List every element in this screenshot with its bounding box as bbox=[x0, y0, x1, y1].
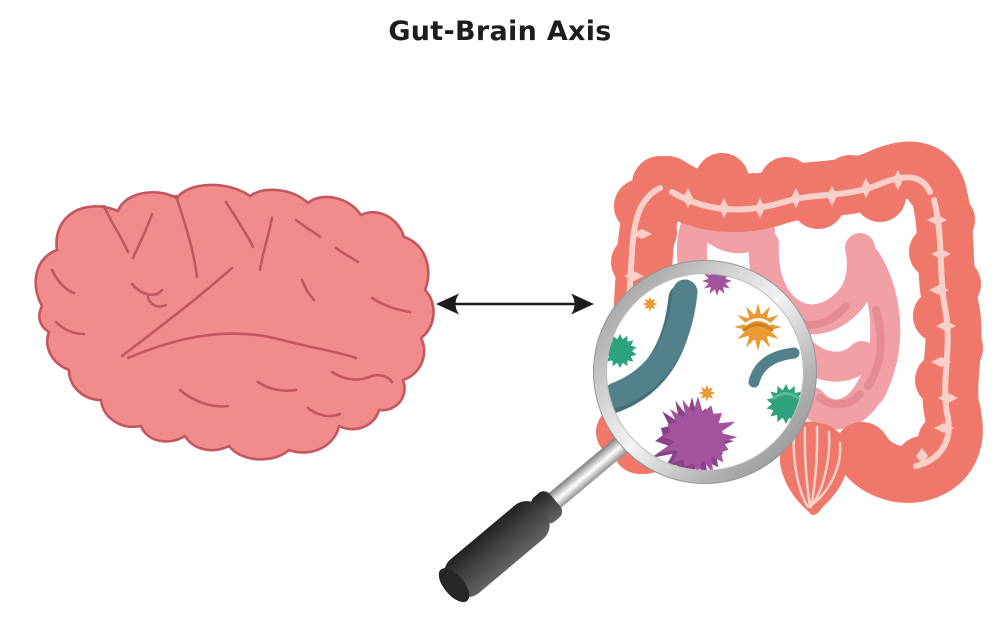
gear-highlight-arc bbox=[772, 392, 800, 400]
handle-end-cap bbox=[438, 568, 470, 603]
lens-rim-inner-edge bbox=[606, 273, 804, 471]
microbe-virus-purple-small bbox=[702, 274, 732, 296]
handle-shaft bbox=[544, 432, 634, 512]
arrowhead-left bbox=[436, 293, 459, 315]
handle-grip bbox=[444, 501, 550, 598]
sun-smile-shadow bbox=[742, 323, 774, 332]
lens-microbes bbox=[607, 274, 803, 470]
sun-smile-highlight bbox=[744, 318, 772, 326]
microbe-rod-large bbox=[607, 279, 698, 414]
brain-gut-arrow bbox=[436, 293, 594, 315]
microbe-gear-green-left bbox=[607, 334, 637, 368]
microbe-star-orange-tiny-upper bbox=[642, 296, 658, 312]
microbe-star-orange-tiny-lower bbox=[698, 384, 716, 402]
rectum-bulb bbox=[779, 421, 849, 515]
rectum-striations bbox=[792, 425, 842, 509]
lens-rim bbox=[593, 260, 817, 484]
brain-outline bbox=[34, 183, 435, 461]
diagram-title: Gut-Brain Axis bbox=[388, 16, 612, 47]
brain-sulci bbox=[50, 194, 412, 418]
microbe-rod-small bbox=[748, 347, 800, 388]
handle-collar bbox=[531, 491, 563, 524]
magnifier-handle bbox=[438, 432, 634, 603]
microbe-sun-orange bbox=[734, 303, 782, 351]
brain-illustration bbox=[34, 183, 435, 461]
magnifier bbox=[438, 260, 817, 603]
microbe-blob-purple-large bbox=[650, 396, 738, 470]
arrowhead-right bbox=[571, 293, 594, 315]
lens-rim-outer-edge bbox=[593, 260, 817, 484]
